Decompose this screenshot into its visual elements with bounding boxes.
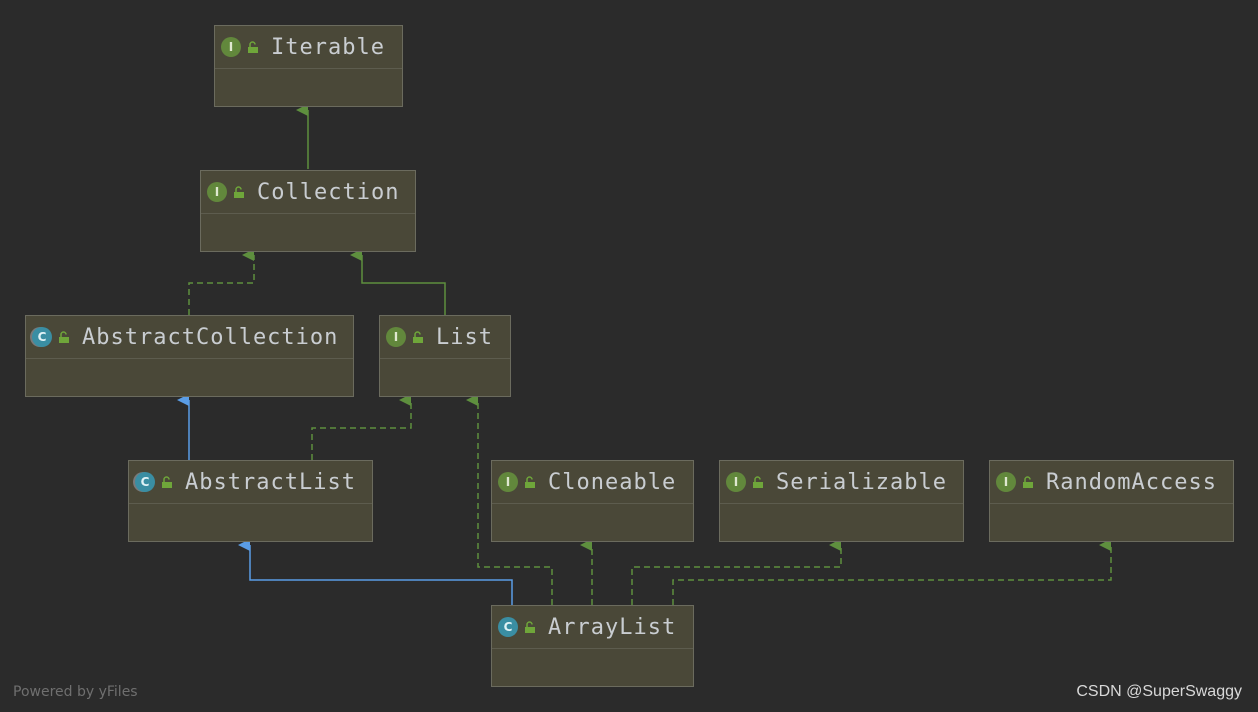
abstract-class-icon: C — [32, 327, 52, 347]
edge-abstractlist-to-list — [311, 394, 412, 460]
edge-arraylist-to-list — [466, 394, 553, 605]
node-random-access[interactable]: I RandomAccess — [989, 460, 1234, 542]
powered-by-label: Powered by yFiles — [13, 684, 138, 700]
node-cloneable[interactable]: I Cloneable — [491, 460, 694, 542]
unlock-icon — [234, 186, 244, 198]
watermark-label: CSDN @SuperSwaggy — [1076, 683, 1242, 700]
node-iterable[interactable]: I Iterable — [214, 25, 403, 107]
node-list[interactable]: I List — [379, 315, 511, 397]
edge-arraylist-to-serializable — [631, 539, 842, 605]
node-name: RandomAccess — [1046, 469, 1217, 495]
interface-icon: I — [726, 472, 746, 492]
node-abstract-collection[interactable]: C AbstractCollection — [25, 315, 354, 397]
unlock-icon — [248, 41, 258, 53]
unlock-icon — [1023, 476, 1033, 488]
edge-abstractcollection-to-collection — [188, 249, 255, 315]
node-name: List — [436, 324, 493, 350]
node-name: Iterable — [271, 34, 385, 60]
node-abstract-list[interactable]: C AbstractList — [128, 460, 373, 542]
interface-icon: I — [386, 327, 406, 347]
unlock-icon — [525, 621, 535, 633]
edge-arraylist-to-randomaccess — [672, 539, 1112, 605]
interface-icon: I — [207, 182, 227, 202]
unlock-icon — [753, 476, 763, 488]
interface-icon: I — [221, 37, 241, 57]
interface-icon: I — [498, 472, 518, 492]
node-name: Cloneable — [548, 469, 677, 495]
node-name: ArrayList — [548, 614, 677, 640]
node-serializable[interactable]: I Serializable — [719, 460, 964, 542]
abstract-class-icon: C — [135, 472, 155, 492]
class-icon: C — [498, 617, 518, 637]
unlock-icon — [413, 331, 423, 343]
unlock-icon — [162, 476, 172, 488]
edge-list-to-collection — [350, 249, 446, 315]
edge-arraylist-to-abstractlist — [238, 539, 513, 605]
unlock-icon — [525, 476, 535, 488]
node-array-list[interactable]: C ArrayList — [491, 605, 694, 687]
node-collection[interactable]: I Collection — [200, 170, 416, 252]
node-name: AbstractList — [185, 469, 356, 495]
unlock-icon — [59, 331, 69, 343]
node-name: AbstractCollection — [82, 324, 339, 350]
node-name: Collection — [257, 179, 400, 205]
node-name: Serializable — [776, 469, 947, 495]
interface-icon: I — [996, 472, 1016, 492]
